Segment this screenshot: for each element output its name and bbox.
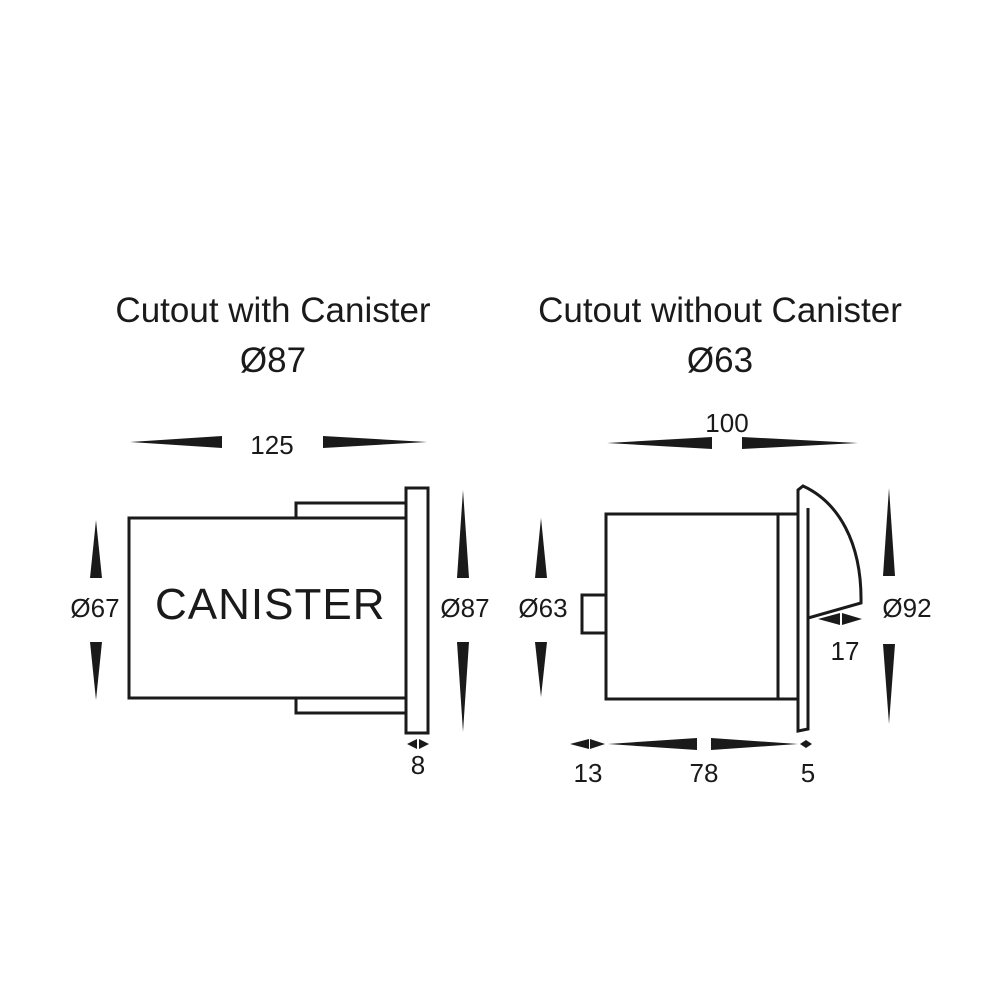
right-body-diameter-arrowhead-bottom [535, 642, 547, 697]
body-length-arrowhead-left [608, 738, 697, 750]
rear-stub [580, 593, 608, 635]
left-heading-title: Cutout with Canister [115, 291, 431, 330]
right-body-length-label: 78 [689, 758, 719, 788]
right-length-arrowhead-left [607, 437, 712, 449]
flange-diameter-arrowhead-bottom [457, 642, 469, 732]
right-view-geometry [580, 484, 863, 733]
right-body-diameter-arrow [535, 518, 547, 697]
flange-5-arrowhead-left [800, 740, 806, 748]
flange-diameter-arrow [457, 490, 469, 732]
right-heading-title: Cutout without Canister [538, 291, 902, 330]
left-body-diameter-label: Ø67 [70, 593, 120, 623]
right-flange-thickness-label: 5 [800, 758, 816, 788]
body-diameter-arrowhead-top [90, 520, 102, 578]
right-hood-projection-label: 17 [830, 636, 860, 666]
right-length-arrow [607, 437, 858, 449]
right-length-arrowhead-right [742, 437, 858, 449]
left-length-arrowhead-right [323, 436, 427, 448]
hood-projection-arrow [818, 613, 862, 625]
hood-projection-arrowhead-left [818, 613, 840, 625]
flange-5-arrowhead-right [806, 740, 812, 748]
flange-thickness-arrowhead-left [407, 739, 417, 749]
right-cutout-diameter: Ø63 [686, 341, 754, 380]
canister-bottom-rail [294, 696, 410, 715]
hood-projection-arrowhead-right [842, 613, 862, 625]
left-view-geometry [127, 486, 430, 735]
left-flange-thickness-arrow [407, 739, 429, 749]
stub-length-arrowhead-right [590, 739, 605, 749]
right-stub-length-label: 13 [573, 758, 603, 788]
left-overall-length-label: 125 [250, 430, 294, 460]
light-body [604, 512, 780, 701]
hood-faceplate [796, 484, 863, 733]
canister-label: CANISTER [155, 580, 386, 629]
left-flange-diameter-label: Ø87 [440, 593, 490, 623]
hood-diameter-arrowhead-top [883, 488, 895, 576]
right-body-diameter-arrowhead-top [535, 518, 547, 578]
hood-diameter-arrowhead-bottom [883, 644, 895, 724]
left-body-diameter-arrow [90, 520, 102, 700]
right-body-diameter-label: Ø63 [518, 593, 568, 623]
stub-length-arrowhead-left [570, 739, 589, 749]
flange-diameter-arrowhead-top [457, 490, 469, 578]
left-length-arrow [130, 436, 427, 448]
canister-top-rail [294, 501, 410, 520]
bottom-dimension-chain [570, 738, 812, 750]
left-heading: Cutout with Canister Ø87 [63, 291, 483, 381]
body-collar [776, 512, 800, 701]
right-heading: Cutout without Canister Ø63 [510, 291, 930, 381]
left-flange-thickness-label: 8 [410, 750, 426, 780]
body-diameter-arrowhead-bottom [90, 642, 102, 700]
hood-diameter-arrow [883, 488, 895, 724]
left-cutout-diameter: Ø87 [239, 341, 307, 380]
right-overall-length-label: 100 [705, 408, 749, 438]
canister-body [127, 516, 408, 700]
right-hood-diameter-label: Ø92 [882, 593, 932, 623]
canister-flange [404, 486, 430, 735]
body-length-arrowhead-right [711, 738, 798, 750]
left-length-arrowhead-left [130, 436, 222, 448]
flange-thickness-arrowhead-right [419, 739, 429, 749]
